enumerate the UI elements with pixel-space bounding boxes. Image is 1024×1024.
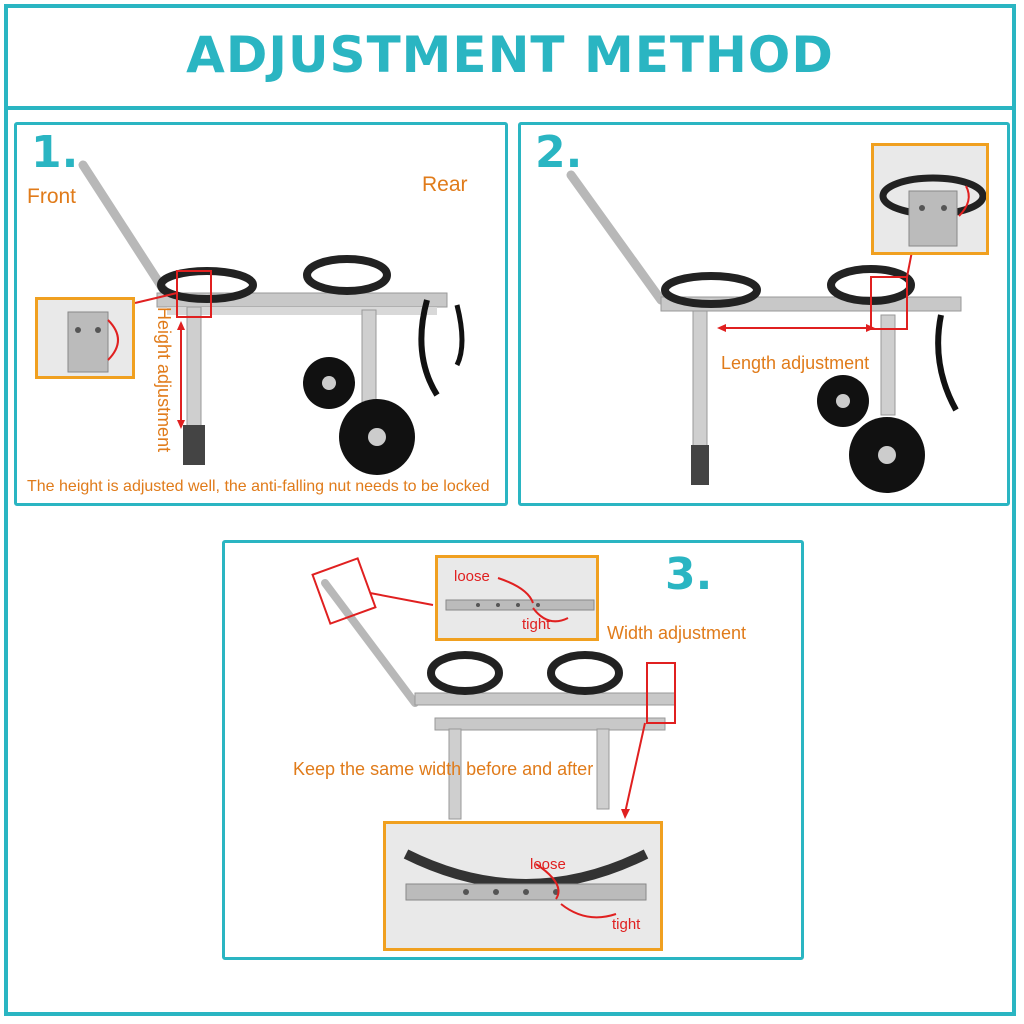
rear-crossbar-detail-image [403, 849, 649, 919]
length-detail-inset [871, 143, 989, 255]
bottom-loose-label: loose [530, 856, 566, 873]
keep-width-label: Keep the same width before and after [293, 759, 594, 779]
title-bar: ADJUSTMENT METHOD [4, 4, 1016, 110]
rear-label: Rear [422, 173, 468, 196]
height-adjustment-label: Height adjustment [154, 307, 174, 453]
top-loose-label: loose [454, 568, 490, 585]
top-tight-label: tight [522, 616, 551, 633]
clamp-detail-image [879, 174, 986, 247]
panel-length: 2. Length adjustment [518, 122, 1010, 506]
width-adjustment-label: Width adjustment [607, 623, 747, 643]
panel-height: 1. Front Rear Height adjustment The heig… [14, 122, 508, 506]
wheelchair-illustration-2 [566, 170, 962, 493]
wheelchair-illustration-3 [311, 557, 676, 820]
length-adjustment-label: Length adjustment [721, 353, 870, 373]
front-label: Front [27, 185, 77, 208]
wheelchair-illustration-1 [78, 160, 465, 475]
bottom-tight-label: tight [612, 916, 641, 933]
outer-frame [4, 4, 1016, 1016]
width-bottom-inset: loose tight [383, 821, 663, 951]
step-number-3: 3. [665, 549, 713, 600]
height-caption: The height is adjusted well, the anti-fa… [27, 478, 490, 495]
bracket-detail-image [67, 311, 119, 373]
step-number-2: 2. [535, 127, 583, 178]
page-title: ADJUSTMENT METHOD [186, 26, 834, 84]
panel-width: 3. loose tight Width adjustment Keep the… [222, 540, 804, 960]
crossbar-detail-image [445, 577, 595, 623]
step-number-1: 1. [31, 127, 79, 178]
width-top-inset: loose tight [435, 555, 599, 641]
height-detail-inset [35, 297, 135, 379]
